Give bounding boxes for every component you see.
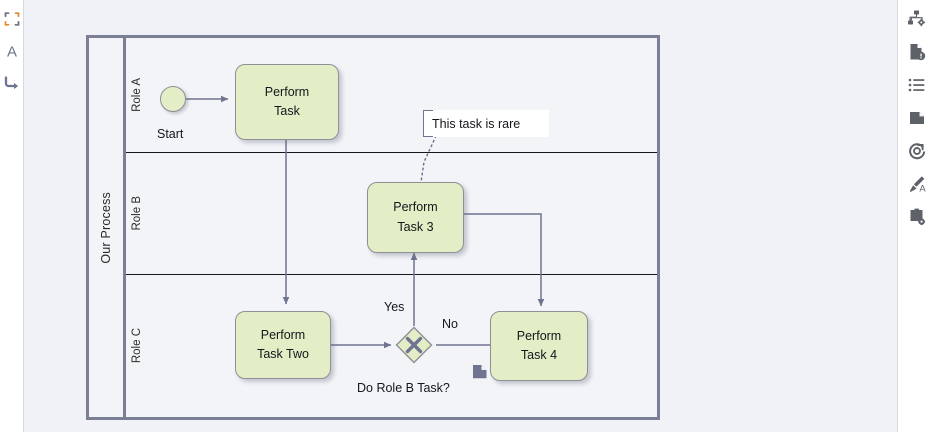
task-label-line1: Perform <box>264 84 310 99</box>
flow-label-yes: Yes <box>384 300 405 314</box>
format-painter-icon[interactable]: A <box>906 173 928 195</box>
task-perform-task[interactable]: Perform Task <box>235 64 339 140</box>
task-label-line1: Perform <box>260 327 306 342</box>
task-label-line2: Task 4 <box>520 348 558 362</box>
task-perform-task-4[interactable]: Perform Task 4 <box>490 311 588 381</box>
lane-role-b[interactable]: Role B <box>126 153 657 275</box>
left-toolbar: A <box>0 0 23 432</box>
annotation-bracket <box>423 110 433 137</box>
task-label-line2: Task Two <box>257 347 309 361</box>
diagram-canvas[interactable]: Our Process Role A Role B Role C <box>23 0 898 432</box>
clipboard-settings-icon[interactable] <box>906 206 928 228</box>
task-label-line1: Perform <box>393 200 438 215</box>
pool-header[interactable]: Our Process <box>89 38 126 417</box>
task-label-line2: Task 3 <box>397 219 434 234</box>
target-refresh-icon[interactable] <box>906 140 928 162</box>
connector-tool-icon[interactable] <box>1 72 23 94</box>
flow-label-no: No <box>442 317 458 331</box>
right-toolbar: A <box>896 0 936 432</box>
task-label-line2: Task <box>274 104 300 118</box>
shape-layer: Start Perform Task Perform Task 3 Perfor… <box>24 0 897 432</box>
list-icon[interactable] <box>906 74 928 96</box>
gateway-label: Do Role B Task? <box>357 381 450 395</box>
document-alert-icon[interactable] <box>906 41 928 63</box>
svg-text:A: A <box>919 184 926 195</box>
select-tool-icon[interactable] <box>1 8 23 30</box>
task-perform-task-3[interactable]: Perform Task 3 <box>367 182 464 253</box>
text-annotation[interactable]: This task is rare <box>423 110 549 137</box>
process-settings-icon[interactable] <box>906 8 928 30</box>
task-perform-task-two[interactable]: Perform Task Two <box>235 311 331 379</box>
exclusive-gateway[interactable] <box>395 326 433 364</box>
start-event[interactable] <box>160 86 186 112</box>
page-icon[interactable] <box>906 107 928 129</box>
annotation-text: This task is rare <box>432 116 521 131</box>
task-label-line1: Perform <box>516 328 562 343</box>
lane-role-a[interactable]: Role A <box>126 38 657 153</box>
text-annotation-tool-icon[interactable]: A <box>1 40 23 62</box>
svg-text:A: A <box>6 44 16 61</box>
start-event-label: Start <box>157 127 184 141</box>
data-object-icon[interactable] <box>472 364 488 385</box>
